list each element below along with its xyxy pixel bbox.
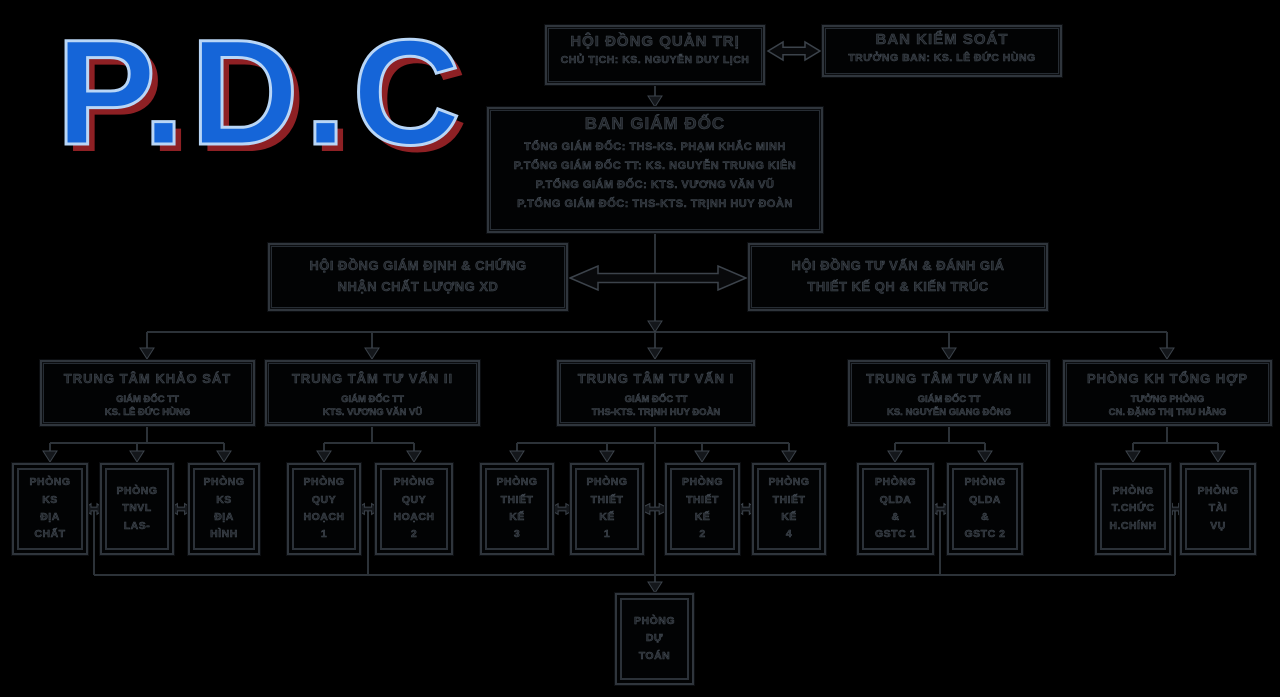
node-advisory-council: HỘI ĐỒNG TƯ VẤN & ĐÁNH GIÁ THIẾT KẾ QH &…: [748, 243, 1048, 311]
node-title-line: HỘI ĐỒNG TƯ VẤN & ĐÁNH GIÁ: [791, 258, 1005, 274]
node-role: GIÁM ĐỐC TT: [116, 394, 179, 406]
node-dept-finance: PHÒNG TÀI VỤ: [1180, 463, 1256, 555]
node-person: KS. NGUYỄN GIANG ĐÔNG: [886, 407, 1012, 419]
company-logo: P.D.C: [55, 7, 467, 178]
node-role: GIÁM ĐỐC TT: [341, 394, 404, 406]
node-consulting-center-3: TRUNG TÂM TƯ VẤN III GIÁM ĐỐC TT KS. NGU…: [848, 360, 1050, 426]
node-title-line: THIẾT KẾ QH & KIẾN TRÚC: [807, 279, 989, 294]
node-subtitle: TRƯỞNG BAN: KS. LÊ ĐỨC HÙNG: [848, 52, 1036, 65]
node-dept-pm-supervision-1: PHÒNG QLDA & GSTC 1: [857, 463, 934, 555]
down-arrowheads: [42, 95, 1226, 594]
director-line: P.TỔNG GIÁM ĐỐC: THS-KTS. TRỊNH HUY ĐOÀN: [517, 198, 793, 211]
node-dept-design-3: PHÒNG THIẾT KẾ 3: [480, 463, 554, 555]
node-dept-design-4: PHÒNG THIẾT KẾ 4: [752, 463, 826, 555]
node-title: TRUNG TÂM KHẢO SÁT: [63, 371, 232, 387]
director-line: TỔNG GIÁM ĐỐC: THS-KS. PHẠM KHẮC MINH: [524, 141, 786, 154]
node-person: KTS. VƯƠNG VĂN VŨ: [322, 407, 423, 419]
director-line: P.TỔNG GIÁM ĐỐC: KTS. VƯƠNG VĂN VŨ: [535, 179, 775, 192]
node-dept-geology-survey: PHÒNG KS ĐỊA CHẤT: [12, 463, 88, 555]
node-title: PHÒNG KH TỔNG HỢP: [1087, 371, 1248, 387]
node-planning-general-dept: PHÒNG KH TỔNG HỢP TƯỞNG PHÒNG CN. ĐẶNG T…: [1063, 360, 1272, 426]
node-inspection-council: HỘI ĐỒNG GIÁM ĐỊNH & CHỨNG NHẬN CHẤT LƯỢ…: [268, 243, 568, 311]
node-dept-org-admin: PHÒNG T.CHỨC H.CHÍNH: [1095, 463, 1171, 555]
node-person: CN. ĐẶNG THỊ THU HẰNG: [1108, 407, 1227, 419]
node-role: GIÁM ĐỐC TT: [624, 394, 688, 406]
node-title: HỘI ĐỒNG QUẢN TRỊ: [570, 33, 740, 51]
node-dept-material-testing: PHÒNG TNVL LAS-: [100, 463, 174, 555]
node-title-line: HỘI ĐỒNG GIÁM ĐỊNH & CHỨNG: [309, 258, 527, 274]
node-title: TRUNG TÂM TƯ VẤN III: [866, 371, 1032, 387]
node-survey-center: TRUNG TÂM KHẢO SÁT GIÁM ĐỐC TT KS. LÊ ĐỨ…: [40, 360, 255, 426]
node-title-line: NHẬN CHẤT LƯỢNG XD: [337, 279, 499, 294]
node-dept-planning-1: PHÒNG QUY HOẠCH 1: [287, 463, 361, 555]
node-dept-design-1: PHÒNG THIẾT KẾ 1: [570, 463, 644, 555]
node-title: TRUNG TÂM TƯ VẤN I: [577, 371, 735, 387]
node-board-of-management: HỘI ĐỒNG QUẢN TRỊ CHỦ TỊCH: KS. NGUYỄN D…: [545, 25, 765, 85]
open-double-arrows: [568, 40, 822, 292]
node-consulting-center-1: TRUNG TÂM TƯ VẤN I GIÁM ĐỐC TT THS-KTS. …: [557, 360, 755, 426]
director-line: P.TỔNG GIÁM ĐỐC TT: KS. NGUYỄN TRUNG KIÊ…: [513, 160, 797, 173]
node-role: TƯỞNG PHÒNG: [1130, 394, 1205, 406]
node-dept-design-2: PHÒNG THIẾT KẾ 2: [665, 463, 740, 555]
node-dept-topographic-survey: PHÒNG KS ĐỊA HÌNH: [188, 463, 260, 555]
node-consulting-center-2: TRUNG TÂM TƯ VẤN II GIÁM ĐỐC TT KTS. VƯƠ…: [265, 360, 480, 426]
node-person: KS. LÊ ĐỨC HÙNG: [104, 407, 191, 419]
node-title: TRUNG TÂM TƯ VẤN II: [291, 371, 454, 387]
node-title: BAN GIÁM ĐỐC: [584, 114, 726, 134]
node-title: BAN KIỂM SOÁT: [875, 31, 1009, 49]
node-person: THS-KTS. TRỊNH HUY ĐOÀN: [591, 407, 721, 419]
node-dept-pm-supervision-2: PHÒNG QLDA & GSTC 2: [947, 463, 1023, 555]
node-role: GIÁM ĐỐC TT: [917, 394, 981, 406]
node-board-of-directors: BAN GIÁM ĐỐC TỔNG GIÁM ĐỐC: THS-KS. PHẠM…: [487, 107, 823, 233]
node-dept-cost-estimate: PHÒNG DỰ TOÁN: [615, 593, 694, 685]
node-subtitle: CHỦ TỊCH: KS. NGUYỄN DUY LỊCH: [560, 54, 750, 67]
node-dept-planning-2: PHÒNG QUY HOẠCH 2: [375, 463, 453, 555]
node-supervisory-board: BAN KIỂM SOÁT TRƯỞNG BAN: KS. LÊ ĐỨC HÙN…: [822, 25, 1062, 77]
